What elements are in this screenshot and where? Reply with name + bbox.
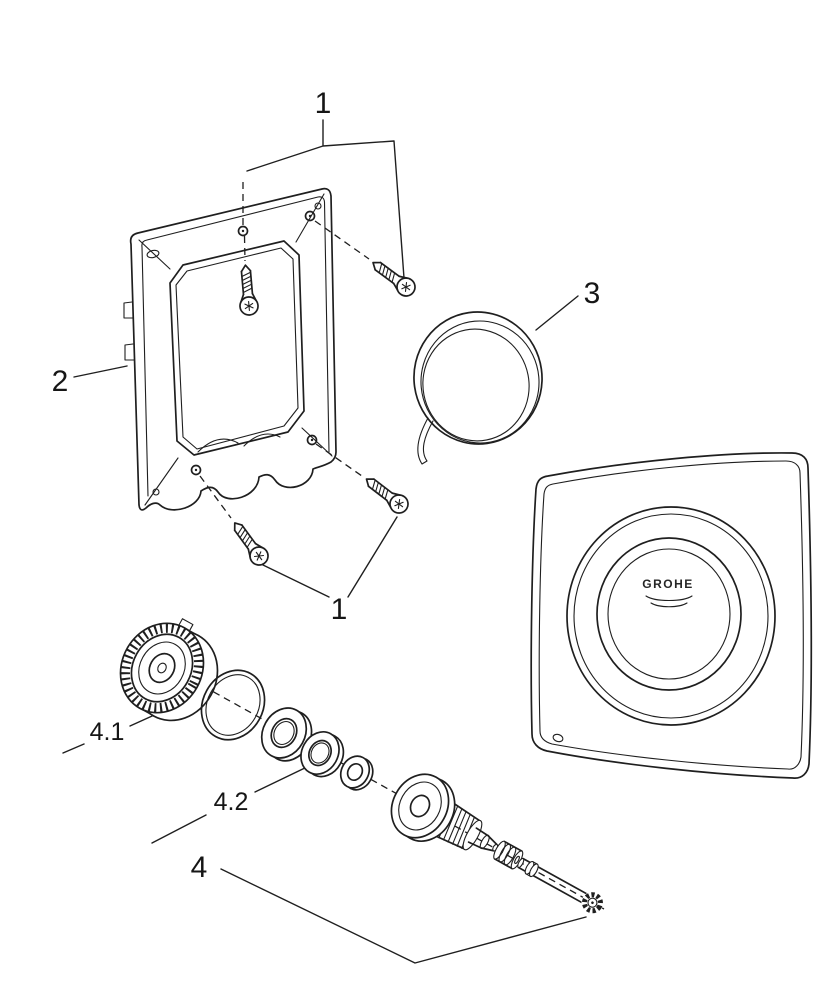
flush-plate: GROHE xyxy=(530,452,813,779)
label-1-bottom: 1 xyxy=(331,593,348,626)
label-4-1: 4.1 xyxy=(90,718,125,746)
actuating-rod xyxy=(517,857,604,914)
washer-medium xyxy=(300,731,345,778)
washer-small xyxy=(339,755,374,791)
leader-line-2 xyxy=(73,365,128,378)
screw-bottom-right xyxy=(360,471,413,518)
grohe-logo-waves xyxy=(645,595,693,608)
leader-line-4 xyxy=(220,868,587,964)
assembly-center-axis xyxy=(139,650,605,910)
frame-screw-holes xyxy=(190,210,318,476)
label-4-2: 4.2 xyxy=(214,788,249,816)
seal-ring-coil xyxy=(413,311,543,465)
label-1-top: 1 xyxy=(315,87,332,120)
label-4: 4 xyxy=(191,851,208,884)
threaded-bushing xyxy=(390,773,499,852)
actuator-assembly xyxy=(119,618,605,914)
o-ring xyxy=(200,669,266,741)
leader-line-3 xyxy=(535,295,579,331)
cartridge xyxy=(119,618,219,722)
grohe-logo: GROHE xyxy=(642,577,694,591)
washer-large xyxy=(260,707,313,762)
screw-bottom-left xyxy=(226,516,273,570)
screw-top-right xyxy=(366,254,420,301)
leader-line-1-bottom xyxy=(262,516,398,598)
screw-insertion-axes xyxy=(199,182,370,519)
rod-star-tip xyxy=(581,891,604,914)
leader-line-1-top xyxy=(246,119,405,279)
mounting-frame xyxy=(123,187,337,511)
screw-top-left xyxy=(235,263,260,317)
label-3: 3 xyxy=(584,277,601,310)
flush-button: GROHE xyxy=(596,537,742,691)
label-2: 2 xyxy=(52,365,69,398)
